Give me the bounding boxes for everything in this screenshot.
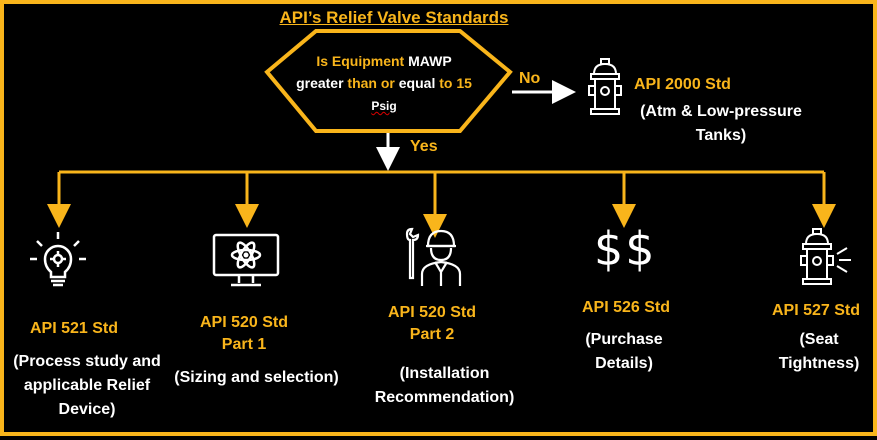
api-527-desc: (Seat Tightness) xyxy=(778,331,860,372)
diagram-title: API’s Relief Valve Standards xyxy=(279,8,509,27)
api-526-std-label: API 526 Std xyxy=(581,299,671,316)
yes-label: Yes xyxy=(410,138,438,155)
api-2000-std-label: API 2000 Std xyxy=(634,76,731,93)
decision-hexagon xyxy=(264,29,513,133)
api-521-desc: (Process study and applicable Relief Dev… xyxy=(13,353,161,418)
no-label: No xyxy=(519,70,541,87)
lightbulb-gear-icon xyxy=(30,232,86,287)
api-521-std-label: API 521 Std xyxy=(29,320,119,337)
fire-hydrant-icon xyxy=(588,58,622,115)
connector-lines xyxy=(47,29,836,238)
monitor-atom-icon xyxy=(212,233,280,287)
engineer-wrench-icon xyxy=(405,227,462,286)
api-527-std-label: API 527 Std xyxy=(771,302,861,319)
api-520-part2-desc: (Installation Recommendation) xyxy=(374,365,515,406)
api-520-part1-desc: (Sizing and selection) xyxy=(174,369,339,386)
dollar-icon: $$ xyxy=(594,222,657,276)
api-2000-desc: (Atm & Low-pressure Tanks) xyxy=(640,103,802,144)
leaking-hydrant-icon xyxy=(800,228,851,285)
decision-text: Is Equipment MAWP greater than or equal … xyxy=(296,53,472,113)
api-526-desc: (Purchase Details) xyxy=(585,331,663,372)
